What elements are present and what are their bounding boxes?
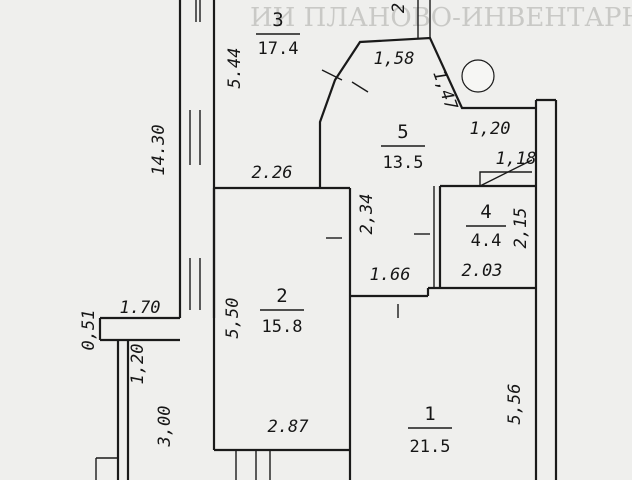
dim-1-20-top: 1,20 — [470, 119, 511, 139]
dim-0-51: 0,51 — [79, 310, 99, 351]
dim-2-top: 2 — [389, 3, 409, 13]
dim-1-20-left: 1,20 — [128, 344, 148, 385]
round-fixture-icon — [461, 59, 495, 93]
dim-5-44: 5.44 — [225, 48, 245, 89]
walls — [95, 0, 558, 480]
svg-text:21.5: 21.5 — [410, 437, 451, 457]
dim-5-50: 5,50 — [223, 298, 243, 339]
dim-5-56: 5,56 — [505, 384, 525, 425]
room-label-2: 2 15.8 — [260, 285, 304, 337]
dim-2-15: 2,15 — [511, 208, 531, 249]
svg-text:17.4: 17.4 — [258, 39, 299, 59]
dimension-labels: 14.30 5.44 2 1,58 1,47 1,20 1,18 2.26 2,… — [79, 3, 536, 448]
svg-text:4.4: 4.4 — [471, 231, 502, 251]
faded-header-text: ИИ ПЛАНОВО-ИНВЕНТАРНОГО ПОМ — [250, 3, 632, 33]
svg-text:15.8: 15.8 — [262, 317, 303, 337]
dim-2-26: 2.26 — [252, 163, 293, 183]
room-label-3: 3 17.4 — [256, 9, 300, 59]
dim-2-87: 2.87 — [268, 417, 310, 437]
svg-text:3: 3 — [272, 9, 283, 31]
svg-text:1: 1 — [424, 403, 435, 425]
svg-text:4: 4 — [480, 201, 491, 223]
svg-text:13.5: 13.5 — [383, 153, 424, 173]
dim-1-70: 1.70 — [120, 298, 161, 318]
room-label-4: 4 4.4 — [466, 201, 506, 251]
door-marks — [321, 69, 430, 318]
dim-2-34: 2,34 — [357, 194, 377, 235]
dim-3-00: 3,00 — [155, 406, 175, 448]
room-label-1: 1 21.5 — [408, 403, 452, 457]
dim-1-58: 1,58 — [374, 49, 415, 69]
dim-1-18: 1,18 — [496, 149, 537, 169]
dim-1-47: 1,47 — [428, 68, 461, 114]
dim-14-30: 14.30 — [149, 124, 169, 175]
svg-text:2: 2 — [276, 285, 287, 307]
room-label-5: 5 13.5 — [381, 121, 425, 173]
dim-2-03: 2.03 — [462, 261, 503, 281]
dim-1-66: 1.66 — [370, 265, 411, 285]
svg-text:5: 5 — [397, 121, 408, 143]
